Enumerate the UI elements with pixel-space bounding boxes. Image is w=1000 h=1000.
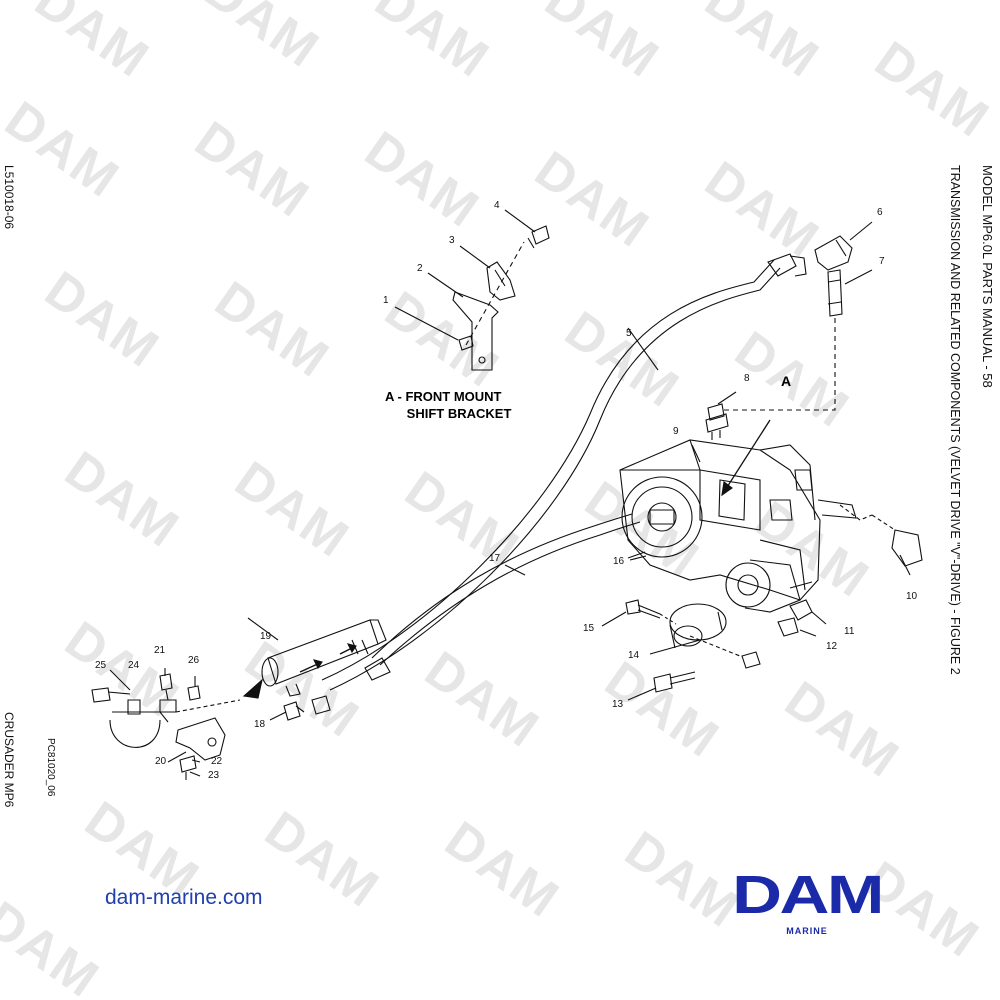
callout-7: 7	[879, 256, 885, 267]
callout-14: 14	[628, 650, 640, 661]
callout-2: 2	[417, 263, 423, 274]
cooler-19	[242, 617, 387, 699]
dam-marine-logo: DAM MARINE	[717, 865, 897, 940]
callout-13: 13	[612, 699, 624, 710]
logo-subtitle: MARINE	[786, 926, 828, 936]
callout-18: 18	[254, 719, 266, 730]
callout-11: 11	[844, 626, 855, 637]
callout-16: 16	[613, 556, 625, 567]
callout-5: 5	[626, 328, 632, 339]
callout-3: 3	[449, 235, 455, 246]
bolts	[625, 599, 761, 693]
fitting-18	[269, 695, 331, 721]
transmission-assembly	[619, 439, 873, 601]
callout-1: 1	[383, 295, 389, 306]
callout-12: 12	[826, 641, 838, 652]
callout-23: 23	[208, 770, 220, 781]
callout-25: 25	[95, 660, 107, 671]
callout-21: 21	[154, 645, 166, 656]
callout-24: 24	[128, 660, 140, 671]
callout-6: 6	[877, 207, 883, 218]
elbow-fitting-6	[814, 221, 873, 271]
hose-17	[364, 513, 641, 681]
pipe-nipple-7	[720, 269, 873, 411]
callout-17: 17	[489, 553, 501, 564]
callout-8: 8	[744, 373, 750, 384]
callout-26: 26	[188, 655, 200, 666]
callout-19: 19	[260, 631, 272, 642]
website-link[interactable]: dam-marine.com	[105, 886, 263, 909]
callout-20: 20	[155, 756, 167, 767]
callout-10: 10	[906, 591, 918, 602]
view-a-caption: A - FRONT MOUNT SHIFT BRACKET	[385, 389, 512, 421]
elbow-fitting-10	[871, 514, 923, 576]
callout-9: 9	[673, 426, 679, 437]
hose-5	[321, 253, 807, 691]
hose-clamp-assembly	[91, 668, 241, 780]
callout-4: 4	[494, 200, 500, 211]
view-a-marker: A	[781, 373, 792, 389]
sender-8	[705, 391, 737, 440]
output-flange	[725, 559, 813, 637]
front-mount-shift-bracket	[452, 225, 550, 371]
coupler-14	[669, 603, 741, 657]
logo-wordmark: DAM	[732, 865, 884, 925]
callout-15: 15	[583, 623, 595, 634]
callout-22: 22	[211, 756, 223, 767]
